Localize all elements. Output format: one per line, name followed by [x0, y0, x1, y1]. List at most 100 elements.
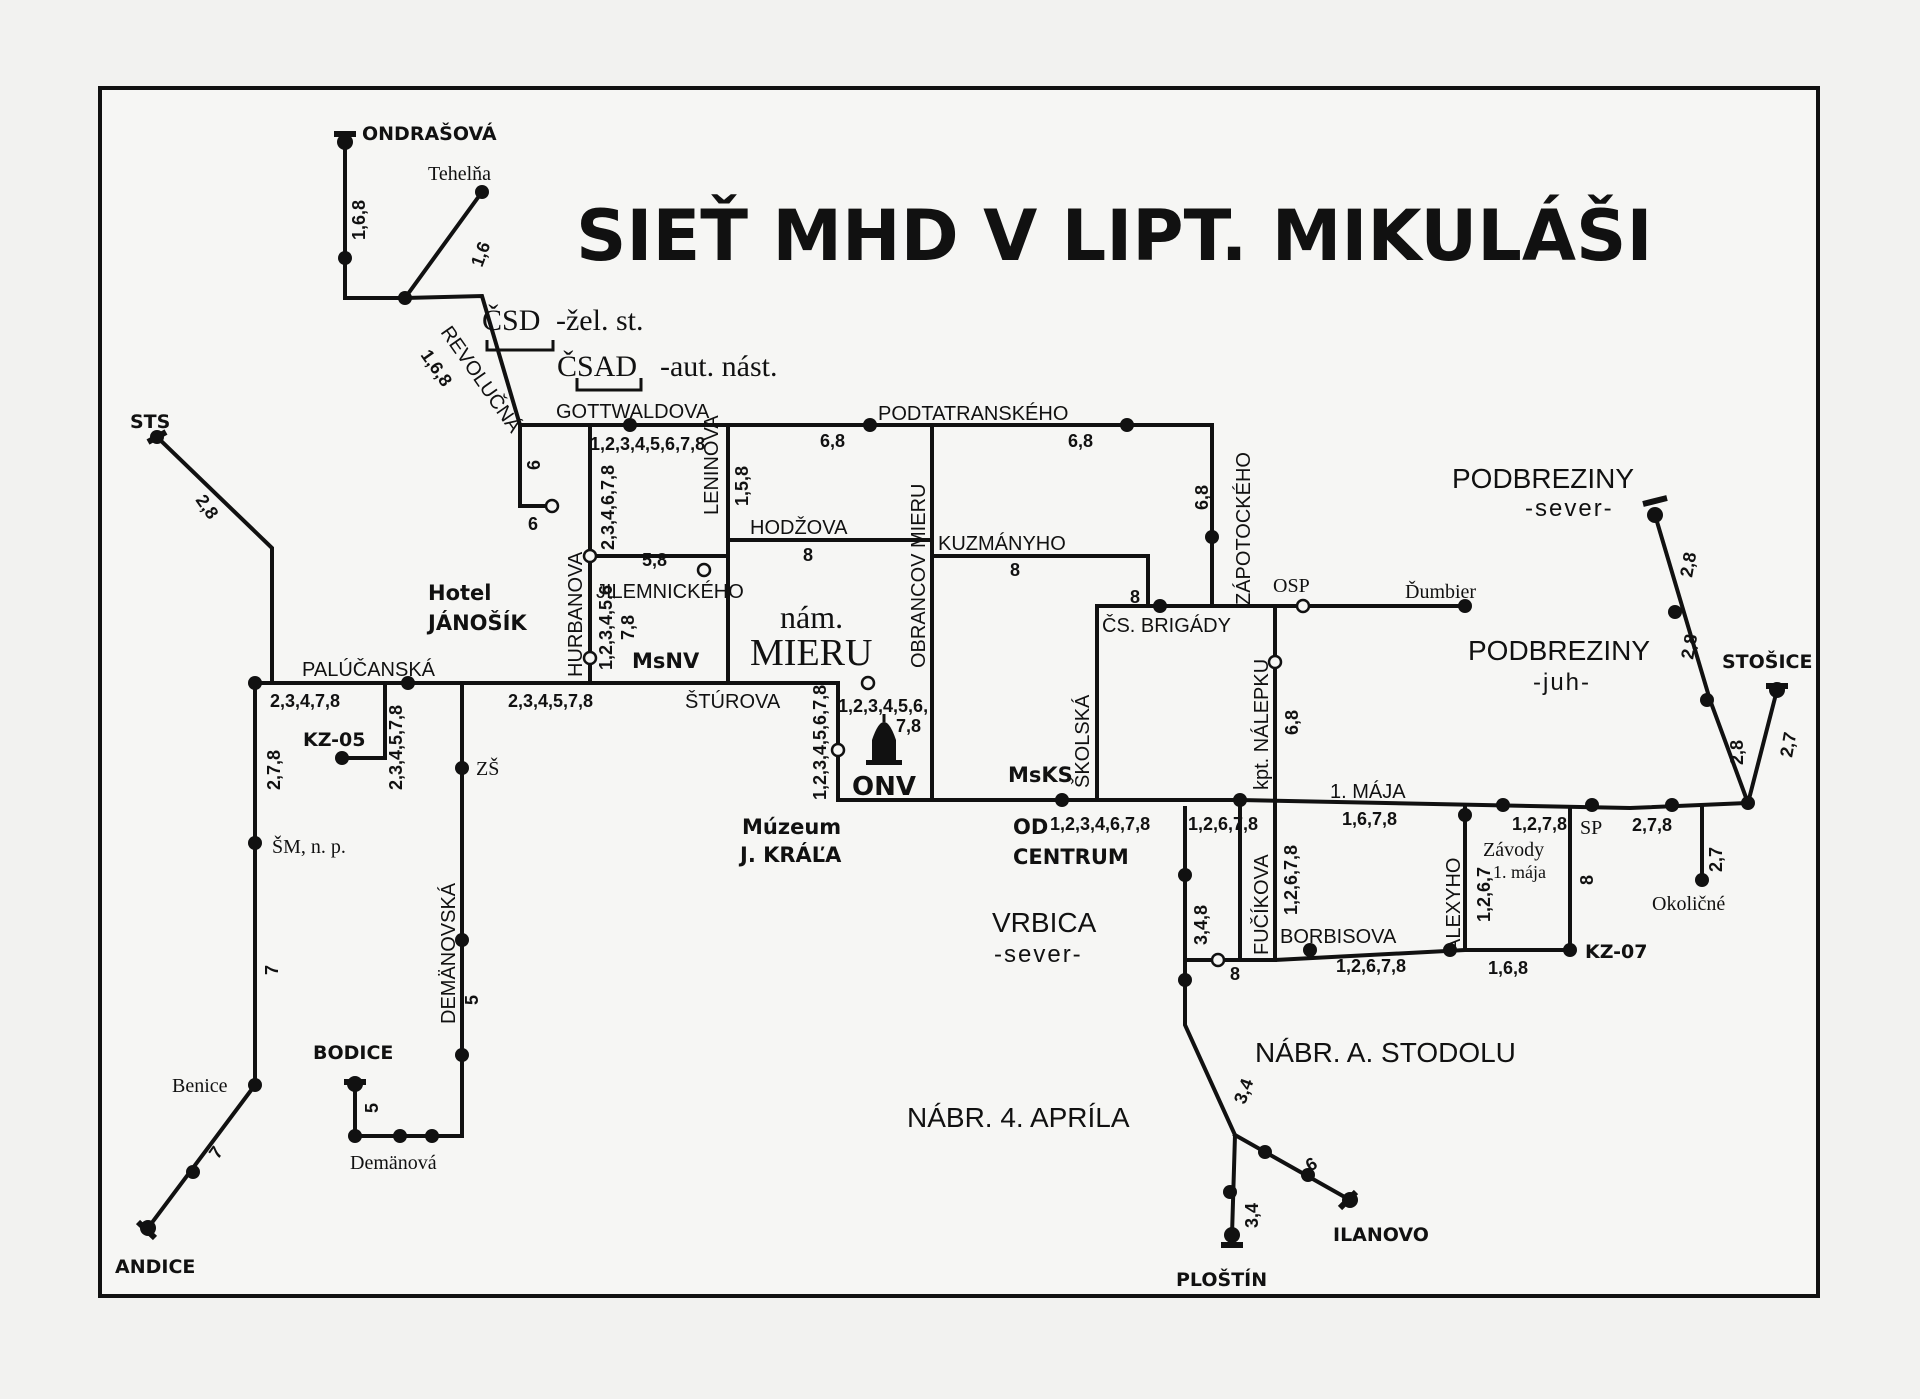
svg-text:1,2,3,4,5,6: 1,2,3,4,5,6: [596, 585, 616, 670]
stop-sp: [1585, 798, 1599, 812]
terminal-markers: [135, 131, 1788, 1248]
svg-text:5: 5: [362, 1103, 382, 1113]
svg-text:5: 5: [462, 995, 482, 1005]
stop: [1223, 1185, 1237, 1199]
svg-text:2,8: 2,8: [1676, 551, 1700, 579]
svg-text:1,2,3,4,5,6,7,8: 1,2,3,4,5,6,7,8: [590, 434, 705, 454]
svg-text:PALÚČANSKÁ: PALÚČANSKÁ: [302, 658, 436, 681]
stop: [393, 1129, 407, 1143]
svg-text:HODŽOVA: HODŽOVA: [750, 516, 848, 539]
hotel-label: Hotel: [428, 581, 491, 605]
terminal-kz07: KZ-07: [1585, 941, 1648, 963]
svg-text:-sever-: -sever-: [994, 941, 1083, 968]
svg-text:2,3,4,5,7,8: 2,3,4,5,7,8: [508, 691, 593, 711]
stop: [1443, 943, 1457, 957]
muzeum-label: Múzeum: [742, 815, 841, 839]
stop: [1665, 798, 1679, 812]
district-nabr-aprila: NÁBR. 4. APRÍLA: [907, 1102, 1130, 1133]
svg-text:LENINOVA: LENINOVA: [701, 415, 723, 515]
svg-text:Okoličné: Okoličné: [1652, 893, 1725, 915]
route-sts: [154, 434, 274, 685]
svg-text:8: 8: [1010, 560, 1020, 580]
svg-text:-sever-: -sever-: [1525, 495, 1614, 522]
stop: [1700, 693, 1714, 707]
route-stosice: [1745, 687, 1780, 806]
stop-dumbier: [1458, 599, 1472, 613]
svg-text:6,8: 6,8: [1282, 710, 1302, 735]
route-number-labels: 1,6,8 1,6 1,6,8 2,8 1,2,3,4,5,6,7,8 6,8 …: [192, 200, 1801, 1228]
route-kuzmanyho: [930, 554, 1150, 608]
stop: [1178, 973, 1192, 987]
svg-text:ŠM, n. p.: ŠM, n. p.: [272, 834, 346, 858]
svg-text:1,6,8: 1,6,8: [1488, 958, 1528, 978]
stop: [455, 1048, 469, 1062]
map-title: SIEŤ MHD V LIPT. MIKULÁŠI: [576, 195, 1653, 277]
stop: [248, 676, 262, 690]
route-plostin: [1183, 958, 1238, 1238]
legend-csad-desc: -aut. nást.: [660, 350, 777, 383]
stop-sm: [248, 836, 262, 850]
svg-text:SP: SP: [1580, 817, 1602, 839]
svg-text:2,8: 2,8: [1677, 633, 1701, 661]
district-podbreziny-sever: PODBREZINY: [1452, 463, 1634, 494]
district-vrbica: VRBICA: [992, 907, 1097, 938]
stop: [1303, 943, 1317, 957]
stop-podtatranskeho: [863, 418, 877, 432]
stop-plostin: [1224, 1227, 1240, 1243]
terminal-ondrasova: ONDRAŠOVÁ: [362, 121, 497, 145]
svg-text:PODTATRANSKÉHO: PODTATRANSKÉHO: [878, 402, 1068, 425]
stop: [401, 676, 415, 690]
svg-text:1,2,6,7,8: 1,2,6,7,8: [1336, 956, 1406, 976]
svg-text:ZŠ: ZŠ: [476, 756, 499, 780]
svg-text:1,2,7,8: 1,2,7,8: [1512, 814, 1567, 834]
stop: [338, 251, 352, 265]
stop: [1741, 796, 1755, 810]
route-network: [145, 140, 1780, 1238]
svg-text:2,8: 2,8: [1727, 740, 1747, 765]
district-labels: PODBREZINY -sever- PODBREZINY -juh- VRBI…: [750, 463, 1650, 1133]
svg-text:1,6,8: 1,6,8: [349, 200, 369, 240]
svg-text:FUČÍKOVA: FUČÍKOVA: [1250, 854, 1273, 955]
place-labels: Tehelňa Benice Demänová ZŠ ŠM, n. p. OSP…: [172, 163, 1725, 1174]
terminal-ilanovo: ILANOVO: [1333, 1224, 1429, 1246]
svg-text:-juh-: -juh-: [1533, 669, 1591, 696]
stop-tehelna: [475, 185, 489, 199]
svg-text:OBRANCOV MIERU: OBRANCOV MIERU: [908, 484, 930, 668]
svg-text:Závody: Závody: [1483, 839, 1544, 861]
stop-kz05: [335, 751, 349, 765]
nam-mieru-label-1: nám.: [780, 599, 843, 635]
svg-text:JILEMNICKÉHO: JILEMNICKÉHO: [596, 580, 744, 603]
svg-text:Ďumbier: Ďumbier: [1405, 579, 1476, 603]
svg-text:1. MÁJA: 1. MÁJA: [1330, 780, 1406, 803]
district-podbreziny-juh: PODBREZINY: [1468, 635, 1650, 666]
svg-text:6: 6: [528, 514, 538, 534]
svg-text:5,8: 5,8: [642, 550, 667, 570]
stop-benice: [248, 1078, 262, 1092]
od-label: OD: [1013, 815, 1048, 839]
stop: [1120, 418, 1134, 432]
svg-text:1,2,3,4,5,6,: 1,2,3,4,5,6,: [838, 696, 928, 716]
stop: [1458, 808, 1472, 822]
svg-text:3,4: 3,4: [1242, 1203, 1262, 1228]
stop: [1233, 793, 1247, 807]
svg-text:2,7,8: 2,7,8: [1632, 815, 1672, 835]
svg-text:2,7: 2,7: [1706, 847, 1726, 872]
svg-text:OSP: OSP: [1273, 575, 1310, 597]
svg-text:HURBANOVA: HURBANOVA: [565, 551, 587, 677]
svg-text:1. mája: 1. mája: [1493, 862, 1546, 882]
svg-text:7: 7: [262, 965, 282, 975]
stop-okolicne: [1695, 873, 1709, 887]
stop-zs: [455, 761, 469, 775]
terminal-stosice: STOŠICE: [1722, 649, 1812, 673]
legend-csd-desc: -žel. st.: [556, 304, 643, 337]
svg-text:2,3,4,5,7,8: 2,3,4,5,7,8: [386, 705, 406, 790]
route-demanovska: [353, 681, 464, 1138]
terminal-kz05: KZ-05: [303, 729, 366, 751]
onv-label: ONV: [852, 772, 916, 802]
svg-text:6,8: 6,8: [1068, 431, 1093, 451]
janosik-label: JÁNOŠÍK: [426, 610, 527, 635]
stop-demanova: [348, 1129, 362, 1143]
legend: ČSD -žel. st. ČSAD -aut. nást.: [482, 304, 777, 392]
stop: [398, 291, 412, 305]
